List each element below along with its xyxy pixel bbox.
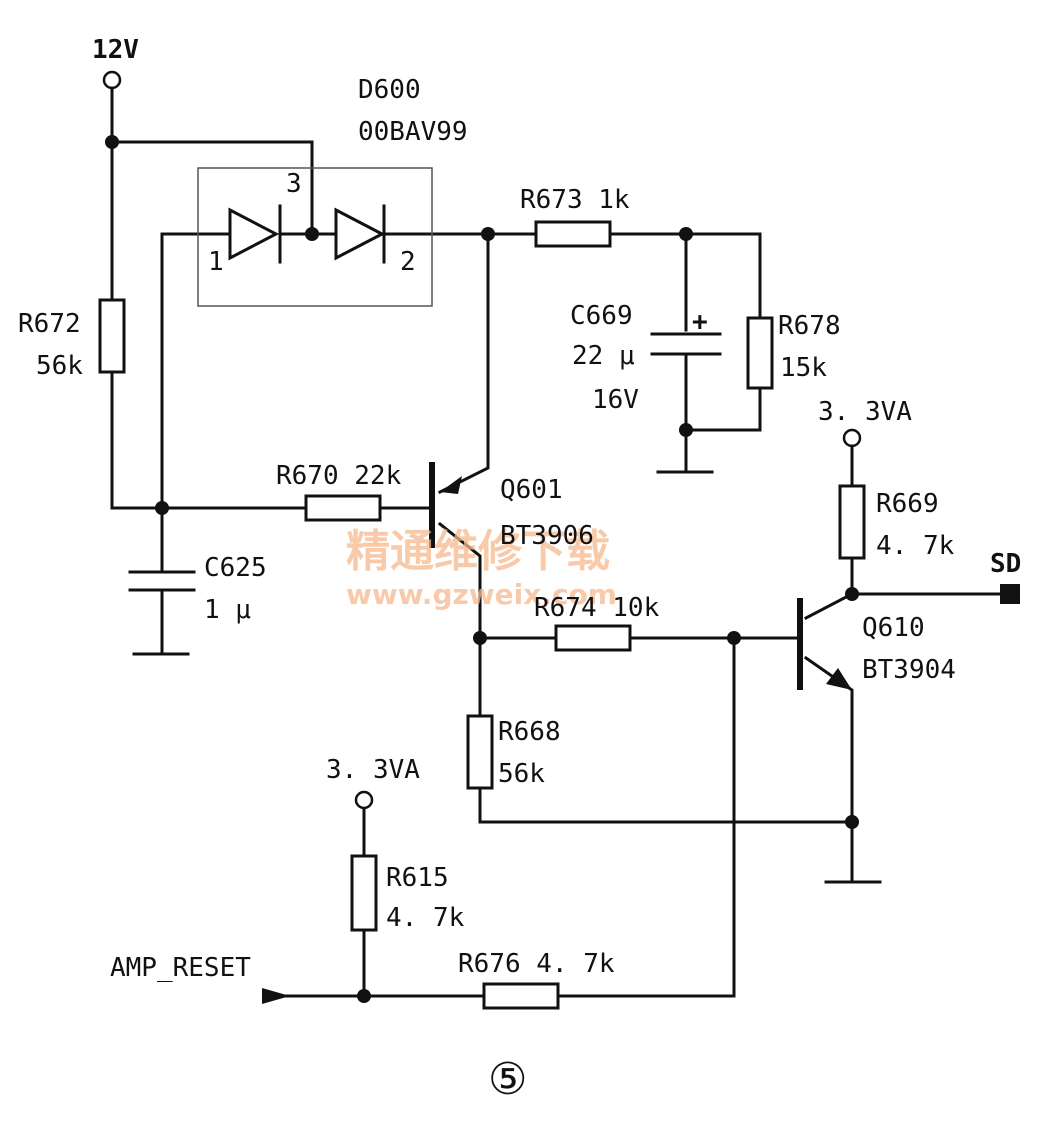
label-c625-value: 1 μ [204,595,251,625]
junctions [105,135,859,1003]
wire-r673-to-r678 [608,232,762,320]
wire-q610-collector [803,556,854,621]
resistor-r674 [554,624,632,652]
label-q610-part: BT3904 [862,655,956,685]
labels: 12V D600 00BAV99 3 1 2 R673 1k C669 22 μ… [18,35,1021,1105]
resistor-r615 [350,854,378,932]
label-r673: R673 1k [520,185,630,215]
label-q601-part: BT3906 [500,521,594,551]
supply-3v3-bottom-terminal [354,790,374,810]
junction-r670-node [155,501,169,515]
wire-q601-emitter [437,232,490,495]
wire-r678-to-gnd [684,386,762,432]
wire-node-to-d600-pin1 [160,232,230,510]
junction-sd [845,587,859,601]
watermark-url: www.gzweix.com [346,578,617,611]
label-d600-name: D600 [358,75,421,105]
label-r668-name: R668 [498,717,561,747]
d600-diode-right [334,207,386,261]
junction-d600-out [481,227,495,241]
q610-emitter-arrow [826,668,852,690]
resistor-r678 [746,316,774,390]
diode-d600 [197,167,433,307]
label-r674: R674 10k [534,593,660,623]
label-c669-name: C669 [570,301,633,331]
resistor-r676 [482,982,560,1010]
label-d600-pin1: 1 [208,247,224,277]
q601-emitter-arrow [440,476,462,494]
label-r670: R670 22k [276,461,402,491]
resistor-r669 [838,484,866,560]
label-r678-name: R678 [778,311,841,341]
supply-12v-terminal [102,70,122,90]
label-c669-value: 22 μ [572,341,635,371]
junction-ground [845,815,859,829]
label-r615-name: R615 [386,863,449,893]
amp-reset-arrow [262,988,290,1004]
resistor-r673 [534,220,612,248]
label-sd: SD [990,549,1021,579]
label-3v3-bottom: 3. 3VA [326,755,420,785]
watermark-cn: 精通维修下载 [346,526,610,577]
label-q601-name: Q601 [500,475,563,505]
resistor-r668 [466,714,494,790]
label-d600-pin2: 2 [400,247,416,277]
label-r669-value: 4. 7k [876,531,955,561]
wire-r668-to-gnd-node [478,786,854,824]
ground-symbols [132,470,882,884]
label-c669-voltage: 16V [592,385,639,415]
wire-q601-collector [437,521,482,640]
wire-12v-to-d600-pin3 [110,140,314,236]
wires [110,86,1002,998]
label-r668-value: 56k [498,759,545,789]
junction-c669-bottom [679,423,693,437]
transistor-q601 [429,462,462,548]
label-r669-name: R669 [876,489,939,519]
figure-number: ⑤ [488,1054,527,1105]
label-c669-plus: + [692,307,708,337]
label-d600-pin3: 3 [286,169,302,199]
label-d600-part: 00BAV99 [358,117,468,147]
junction-amp-reset [357,989,371,1003]
wire-q610-emitter [803,655,854,882]
junction-q601-collector [473,631,487,645]
label-r676: R676 4. 7k [458,949,615,979]
supply-3v3-top-terminal [842,428,862,448]
d600-package-outline [197,167,433,307]
label-amp-reset: AMP_RESET [110,953,251,983]
label-r678-value: 15k [780,353,827,383]
transistor-q610 [797,598,852,690]
label-r615-value: 4. 7k [386,903,465,933]
wire-r672-to-node [110,370,164,510]
junction-q610-base [727,631,741,645]
d600-diode-left [228,207,280,261]
sd-terminal [1000,584,1020,604]
label-q610-name: Q610 [862,613,925,643]
label-3v3-top: 3. 3VA [818,397,912,427]
label-12v: 12V [92,35,139,65]
resistor-r672 [98,298,126,374]
capacitor-c669 [650,332,722,356]
junction-c669-top [679,227,693,241]
label-r672-value: 56k [36,351,83,381]
capacitor-c625 [128,570,196,592]
label-r672-name: R672 [18,309,81,339]
junction-12v [105,135,119,149]
junction-d600-pin3 [305,227,319,241]
resistor-r670 [304,494,382,522]
label-c625-name: C625 [204,553,267,583]
wire-base-to-r676 [556,636,736,998]
